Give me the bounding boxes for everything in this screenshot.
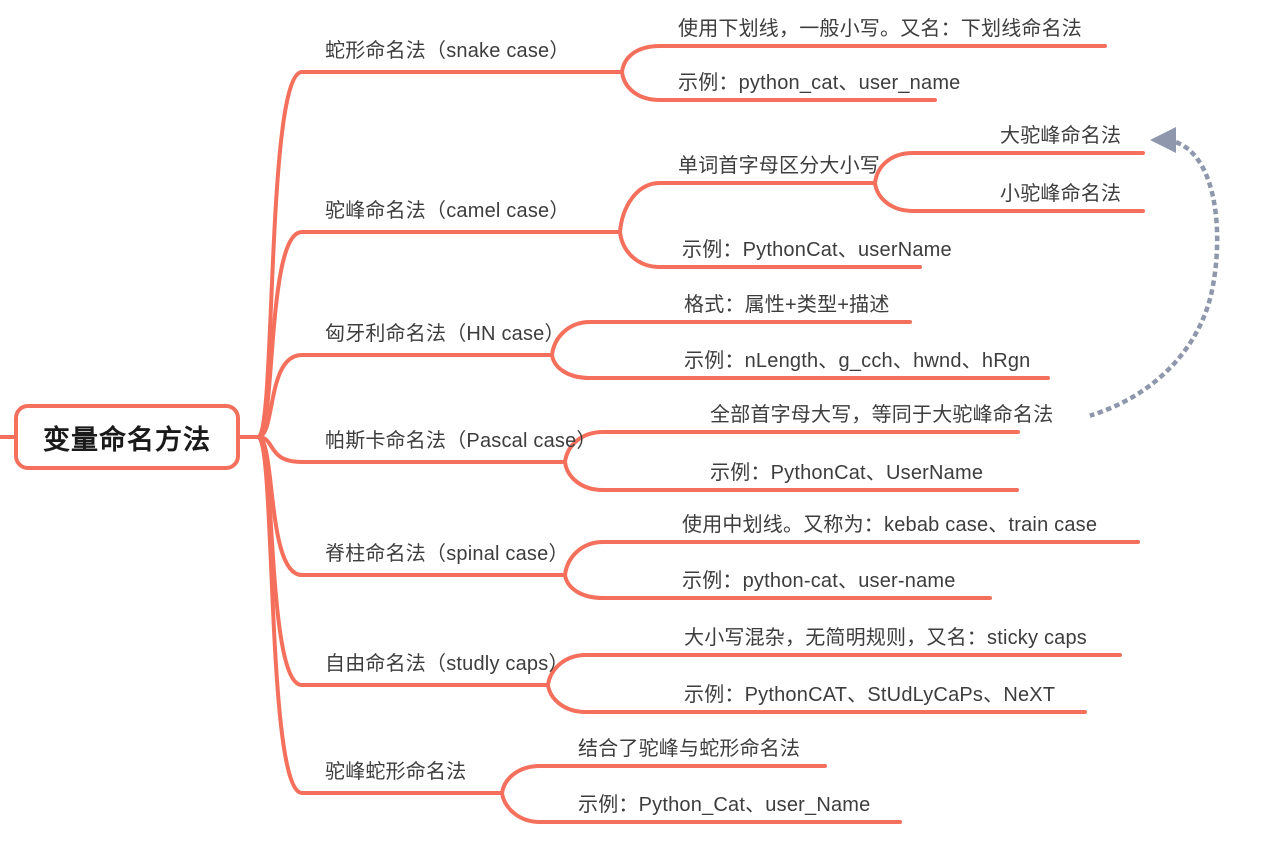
subtopic-studly-example[interactable]: 示例：PythonCAT、StUdLyCaPs、NeXT [684,684,1056,706]
subtopic-spinal-desc[interactable]: 使用中划线。又称为：kebab case、train case [682,514,1098,536]
central-topic[interactable]: 变量命名方法 [14,404,240,470]
branch-lines [0,44,1145,824]
branch-topic-pascal[interactable]: 帕斯卡命名法（Pascal case） [325,430,597,452]
branch-topic-spinal[interactable]: 脊柱命名法（spinal case） [325,543,569,565]
subtopic-camel-example[interactable]: 示例：PythonCat、userName [682,239,952,261]
subtopic-snake-desc[interactable]: 使用下划线，一般小写。又名：下划线命名法 [678,18,1082,40]
subtopic-spinal-example[interactable]: 示例：python-cat、user-name [682,570,956,592]
branch-topic-camel-snake[interactable]: 驼峰蛇形命名法 [325,761,467,783]
subtopic-hungarian-format[interactable]: 格式：属性+类型+描述 [684,294,890,316]
branch-topic-studly[interactable]: 自由命名法（studly caps） [325,653,569,675]
subtopic-snake-example[interactable]: 示例：python_cat、user_name [678,72,961,94]
arrowhead-icon [1150,127,1176,153]
subtopic-pascal-example[interactable]: 示例：PythonCat、UserName [710,462,984,484]
central-topic-label: 变量命名方法 [43,424,211,455]
subtopic-pascal-desc[interactable]: 全部首字母大写，等同于大驼峰命名法 [710,404,1054,426]
branch-topic-snake[interactable]: 蛇形命名法（snake case） [325,40,570,62]
subtopic-lower-camel[interactable]: 小驼峰命名法 [1000,183,1122,205]
subtopic-studly-desc[interactable]: 大小写混杂，无简明规则，又名：sticky caps [684,627,1088,649]
subtopic-hungarian-example[interactable]: 示例：nLength、g_cch、hwnd、hRgn [684,350,1031,372]
relationship-arrow [1089,127,1220,418]
subtopic-camel-snake-desc[interactable]: 结合了驼峰与蛇形命名法 [578,738,801,760]
branch-topic-camel[interactable]: 驼峰命名法（camel case） [325,200,570,222]
subtopic-camel-desc[interactable]: 单词首字母区分大小写 [678,155,880,177]
subtopic-upper-camel[interactable]: 大驼峰命名法 [1000,125,1122,147]
branch-topic-hungarian[interactable]: 匈牙利命名法（HN case） [325,323,565,345]
subtopic-camel-snake-example[interactable]: 示例：Python_Cat、user_Name [578,794,871,816]
